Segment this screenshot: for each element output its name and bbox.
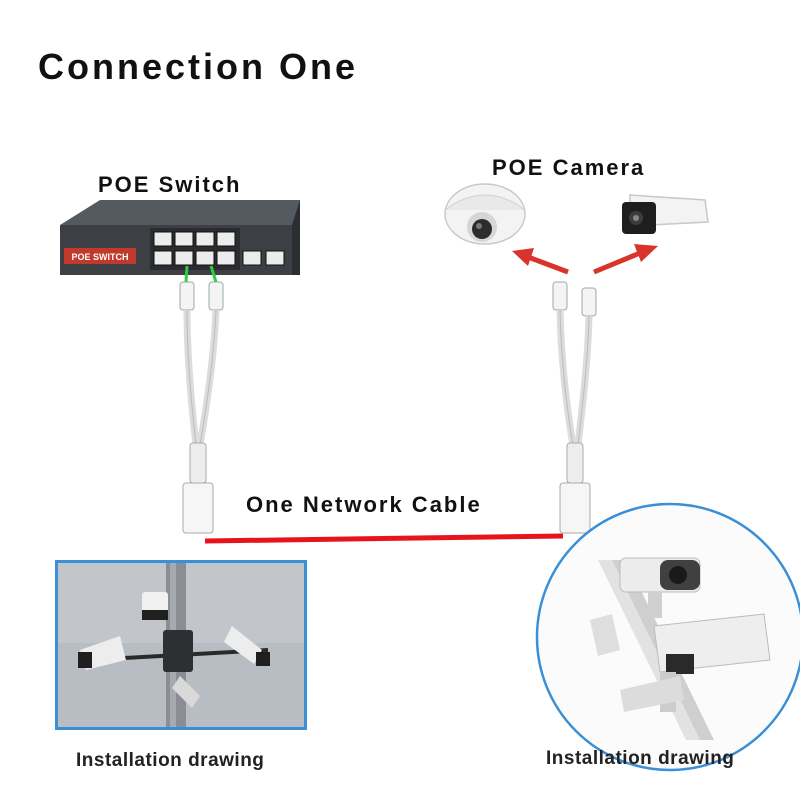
left-installation-caption: Installation drawing <box>76 750 265 771</box>
poe-switch-device: POE SWITCH <box>60 200 300 275</box>
bullet-camera-icon <box>622 194 709 234</box>
poe-camera-label: POE Camera <box>492 155 646 180</box>
dome-camera-icon <box>444 183 526 245</box>
right-poe-splitter <box>552 281 597 534</box>
poe-switch-label: POE Switch <box>98 172 242 197</box>
right-installation-caption: Installation drawing <box>546 748 735 769</box>
right-installation-photo <box>535 502 800 772</box>
arrow-to-dome-icon <box>512 248 569 275</box>
left-poe-splitter <box>179 281 224 534</box>
switch-device-text: POE SWITCH <box>71 252 128 262</box>
arrow-to-bullet-icon <box>593 244 658 275</box>
page-title: Connection One <box>38 46 358 87</box>
left-installation-photo <box>55 560 307 730</box>
network-cable-label: One Network Cable <box>246 492 482 517</box>
network-cable-line <box>204 533 564 544</box>
